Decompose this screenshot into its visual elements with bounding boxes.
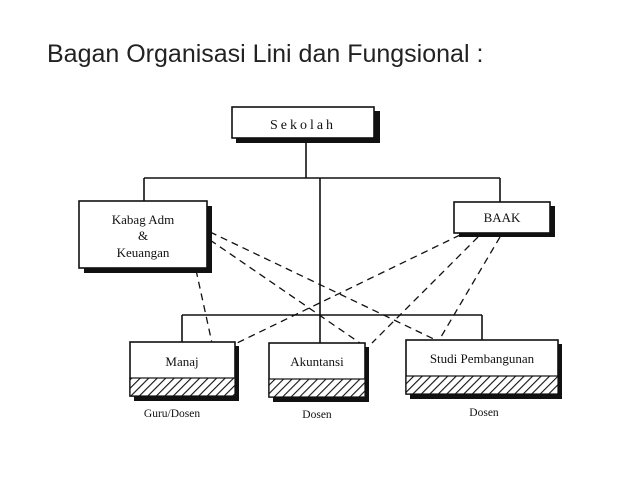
node-manaj-label: Manaj (165, 354, 198, 369)
dashed-kabag-manaj (195, 269, 213, 344)
dashed-kabag-akuntansi (209, 239, 361, 344)
node-manaj: Manaj Guru/Dosen (129, 341, 239, 420)
caption-akuntansi: Dosen (302, 409, 332, 421)
node-sekolah: Sekolah (231, 106, 380, 143)
dashed-kabag-studi (209, 231, 441, 343)
node-studi-label: Studi Pembangunan (430, 351, 535, 366)
node-akuntansi-label: Akuntansi (290, 354, 344, 369)
node-kabag-line2: & (138, 228, 148, 243)
node-kabag-adm-keuangan: Kabag Adm & Keuangan (78, 200, 212, 273)
node-studi-pembangunan: Studi Pembangunan Dosen (405, 339, 562, 419)
node-baak-label: BAAK (484, 210, 521, 225)
node-kabag-line3: Keuangan (117, 245, 170, 260)
caption-studi: Dosen (469, 407, 499, 419)
node-akuntansi: Akuntansi Dosen (268, 342, 369, 421)
dashed-baak-manaj (236, 234, 461, 344)
caption-manaj: Guru/Dosen (144, 408, 200, 420)
node-kabag-line1: Kabag Adm (112, 212, 174, 227)
functional-connectors (195, 231, 501, 344)
dashed-baak-akuntansi (371, 236, 479, 344)
node-baak: BAAK (453, 201, 555, 237)
line-connectors (143, 141, 501, 343)
page-title: Bagan Organisasi Lini dan Fungsional : (47, 40, 484, 68)
dashed-baak-studi (437, 236, 501, 343)
node-sekolah-label: Sekolah (270, 118, 336, 133)
